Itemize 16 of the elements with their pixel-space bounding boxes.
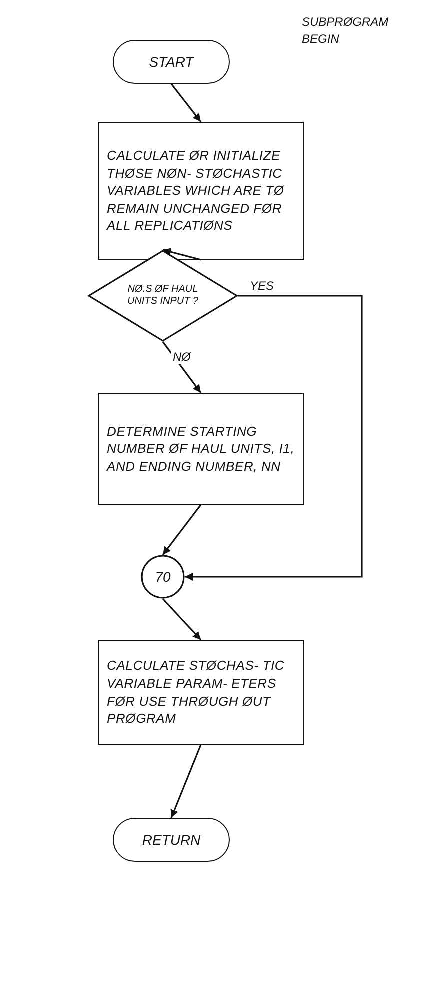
arrow [185, 295, 363, 581]
edge-label: YES [248, 279, 276, 293]
arrow [162, 504, 202, 556]
arrow [162, 342, 202, 394]
arrow [162, 598, 202, 641]
arrow [170, 744, 202, 818]
process-box: DETERMINE STARTING NUMBER ØF HAUL UNITS, I1, AND ENDING NUMBER, NN [98, 393, 304, 505]
decision-diamond: NØ.S ØF HAUL UNITS INPUT ? [88, 250, 238, 342]
process-box: CALCULATE ØR INITIALIZE THØSE NØN- STØCHASTIC VARIABLES WHICH ARE TØ REMAIN UNCHANGED FØR ALL REPLICATIØNS [98, 122, 304, 260]
connector-circle: 70 [141, 555, 185, 599]
terminal-box: RETURN [113, 818, 230, 862]
terminal-box: START [113, 40, 230, 84]
edge-label: NØ [171, 350, 193, 364]
arrow [162, 248, 202, 261]
arrow [170, 84, 202, 122]
process-box: CALCULATE STØCHAS- TIC VARIABLE PARAM- ETERS FØR USE THRØUGH ØUT PRØGRAM [98, 640, 304, 745]
